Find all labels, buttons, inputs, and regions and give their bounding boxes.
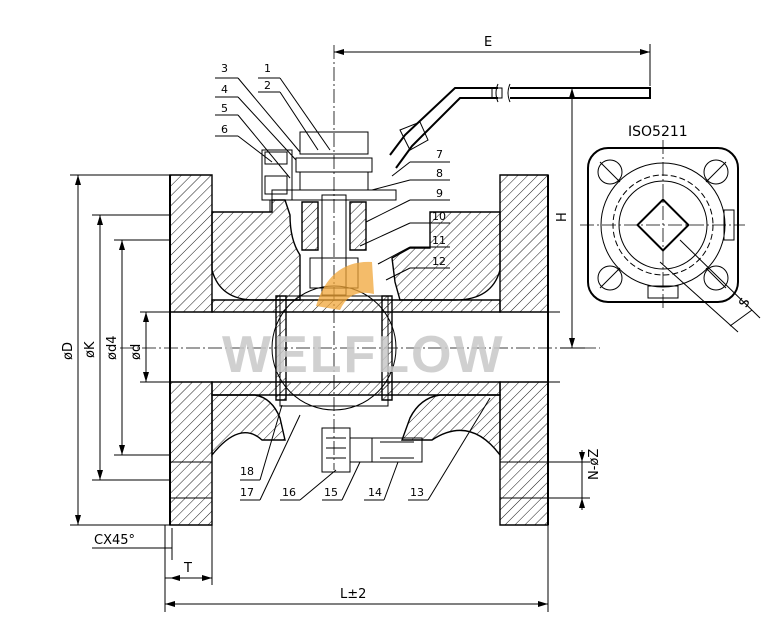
- svg-text:6: 6: [221, 123, 228, 136]
- svg-text:øK: øK: [83, 341, 98, 358]
- dim-chamfer: CX45°: [92, 528, 173, 560]
- nut-stack: [261, 131, 397, 212]
- svg-text:8: 8: [436, 167, 443, 180]
- svg-text:10: 10: [432, 210, 446, 223]
- svg-text:T: T: [183, 561, 192, 576]
- svg-text:16: 16: [282, 486, 296, 499]
- iso5211-pad: ISO5211: [580, 124, 745, 310]
- body-top: [211, 199, 301, 301]
- body-top-right: [391, 211, 501, 301]
- body-bottom-right: [401, 394, 501, 458]
- svg-text:18: 18: [240, 465, 254, 478]
- handle: [389, 83, 651, 169]
- bottom-bolt: [321, 427, 423, 473]
- svg-text:14: 14: [368, 486, 382, 499]
- watermark: WELFLOW: [222, 261, 505, 384]
- stem: [301, 194, 367, 296]
- svg-text:11: 11: [432, 234, 446, 247]
- svg-text:17: 17: [240, 486, 254, 499]
- dim-nz: N-øZ: [548, 449, 602, 510]
- svg-text:4: 4: [221, 83, 228, 96]
- svg-text:S: S: [736, 296, 753, 311]
- body-upper-wall: [211, 299, 501, 313]
- svg-text:1: 1: [264, 62, 271, 75]
- callouts-top: 1 2 3 4 5 6 7 8 9 10 11 12: [215, 62, 450, 281]
- svg-text:9: 9: [436, 187, 443, 200]
- svg-text:15: 15: [324, 486, 338, 499]
- dim-l: L±2: [164, 525, 549, 612]
- svg-text:WELFLOW: WELFLOW: [222, 326, 505, 384]
- callouts-bottom: 18 17 16 15 14 13: [240, 397, 491, 501]
- dim-d4: ød4: [105, 239, 170, 456]
- svg-text:H: H: [555, 212, 570, 222]
- dim-d-bore: ød: [129, 312, 149, 382]
- svg-text:N-øZ: N-øZ: [587, 449, 602, 480]
- svg-text:3: 3: [221, 62, 228, 75]
- right-flange: [499, 174, 549, 526]
- svg-text:5: 5: [221, 102, 228, 115]
- svg-text:13: 13: [410, 486, 424, 499]
- iso5211-label: ISO5211: [628, 124, 688, 140]
- dim-d-outer: øD: [61, 174, 170, 526]
- svg-text:E: E: [484, 35, 492, 50]
- svg-text:L±2: L±2: [340, 587, 366, 602]
- svg-text:12: 12: [432, 255, 446, 268]
- svg-text:ød4: ød4: [105, 336, 120, 360]
- svg-text:ød: ød: [129, 344, 144, 360]
- dim-h: H: [555, 87, 585, 349]
- svg-text:2: 2: [264, 79, 271, 92]
- svg-text:øD: øD: [61, 342, 76, 360]
- dim-e: E: [334, 35, 651, 86]
- svg-text:7: 7: [436, 148, 443, 161]
- dim-k: øK: [83, 214, 170, 481]
- svg-text:CX45°: CX45°: [94, 533, 135, 548]
- left-flange: [169, 174, 213, 526]
- dim-t: T: [165, 525, 213, 585]
- body-bottom-left: [211, 394, 286, 457]
